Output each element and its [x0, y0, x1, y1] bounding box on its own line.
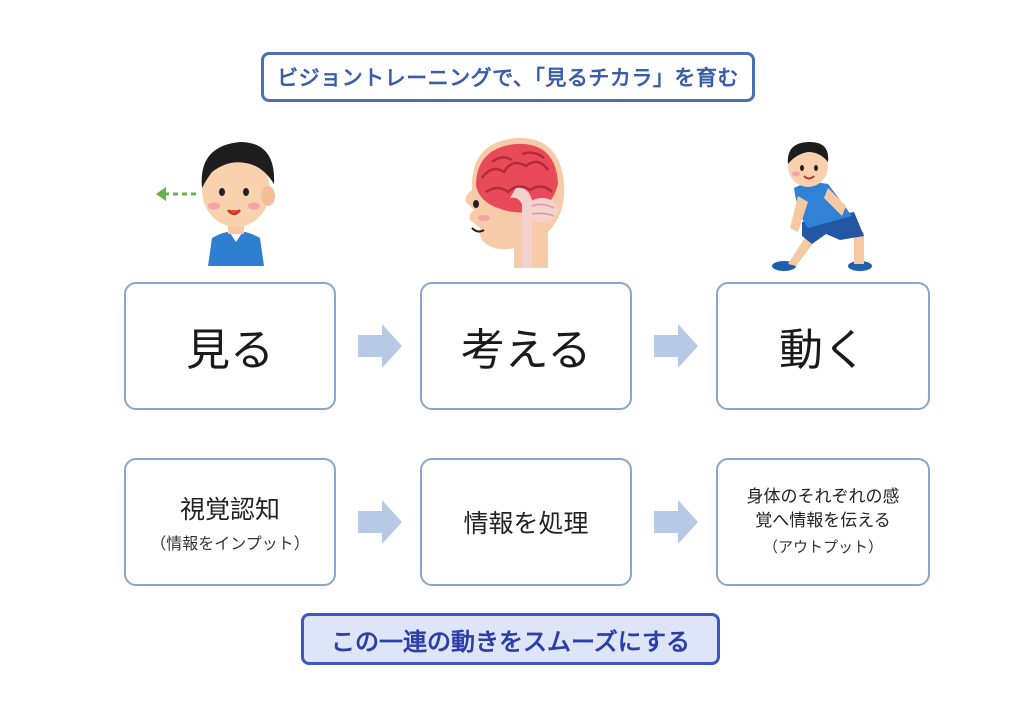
detail-label-process-info: 情報を処理	[463, 509, 589, 538]
summary-banner: この一連の動きをスムーズにする	[301, 613, 720, 665]
brain-head-icon	[465, 137, 565, 268]
right-arrow-icon	[358, 324, 402, 368]
stretching-boy-icon	[772, 142, 872, 271]
step-box-move: 動く	[716, 282, 930, 410]
detail-box-visual-cognition: 視覚認知 （情報をインプット）	[124, 458, 336, 586]
detail-line1-output: 身体のそれぞれの感	[746, 487, 900, 507]
step-label-move: 動く	[779, 325, 867, 376]
diagram-title: ビジョントレーニングで、「見るチカラ」を育む	[261, 52, 755, 102]
dashed-arrow-icon	[156, 187, 196, 201]
right-arrow-icon	[358, 500, 402, 544]
right-arrow-icon	[654, 500, 698, 544]
boy-looking-icon	[156, 142, 275, 266]
detail-sub-input: （情報をインプット）	[150, 534, 310, 553]
step-box-see: 見る	[124, 282, 336, 410]
step-box-think: 考える	[420, 282, 632, 410]
step-label-see: 見る	[186, 325, 274, 376]
step-label-think: 考える	[460, 325, 592, 376]
detail-label-visual-cognition: 視覚認知	[179, 495, 280, 524]
right-arrow-icon	[654, 324, 698, 368]
detail-box-output: 身体のそれぞれの感 覚へ情報を伝える （アウトプット）	[716, 458, 930, 586]
detail-sub-output: （アウトプット）	[762, 538, 883, 556]
detail-line2-output: 覚へ情報を伝える	[755, 511, 891, 531]
detail-box-process-info: 情報を処理	[420, 458, 632, 586]
